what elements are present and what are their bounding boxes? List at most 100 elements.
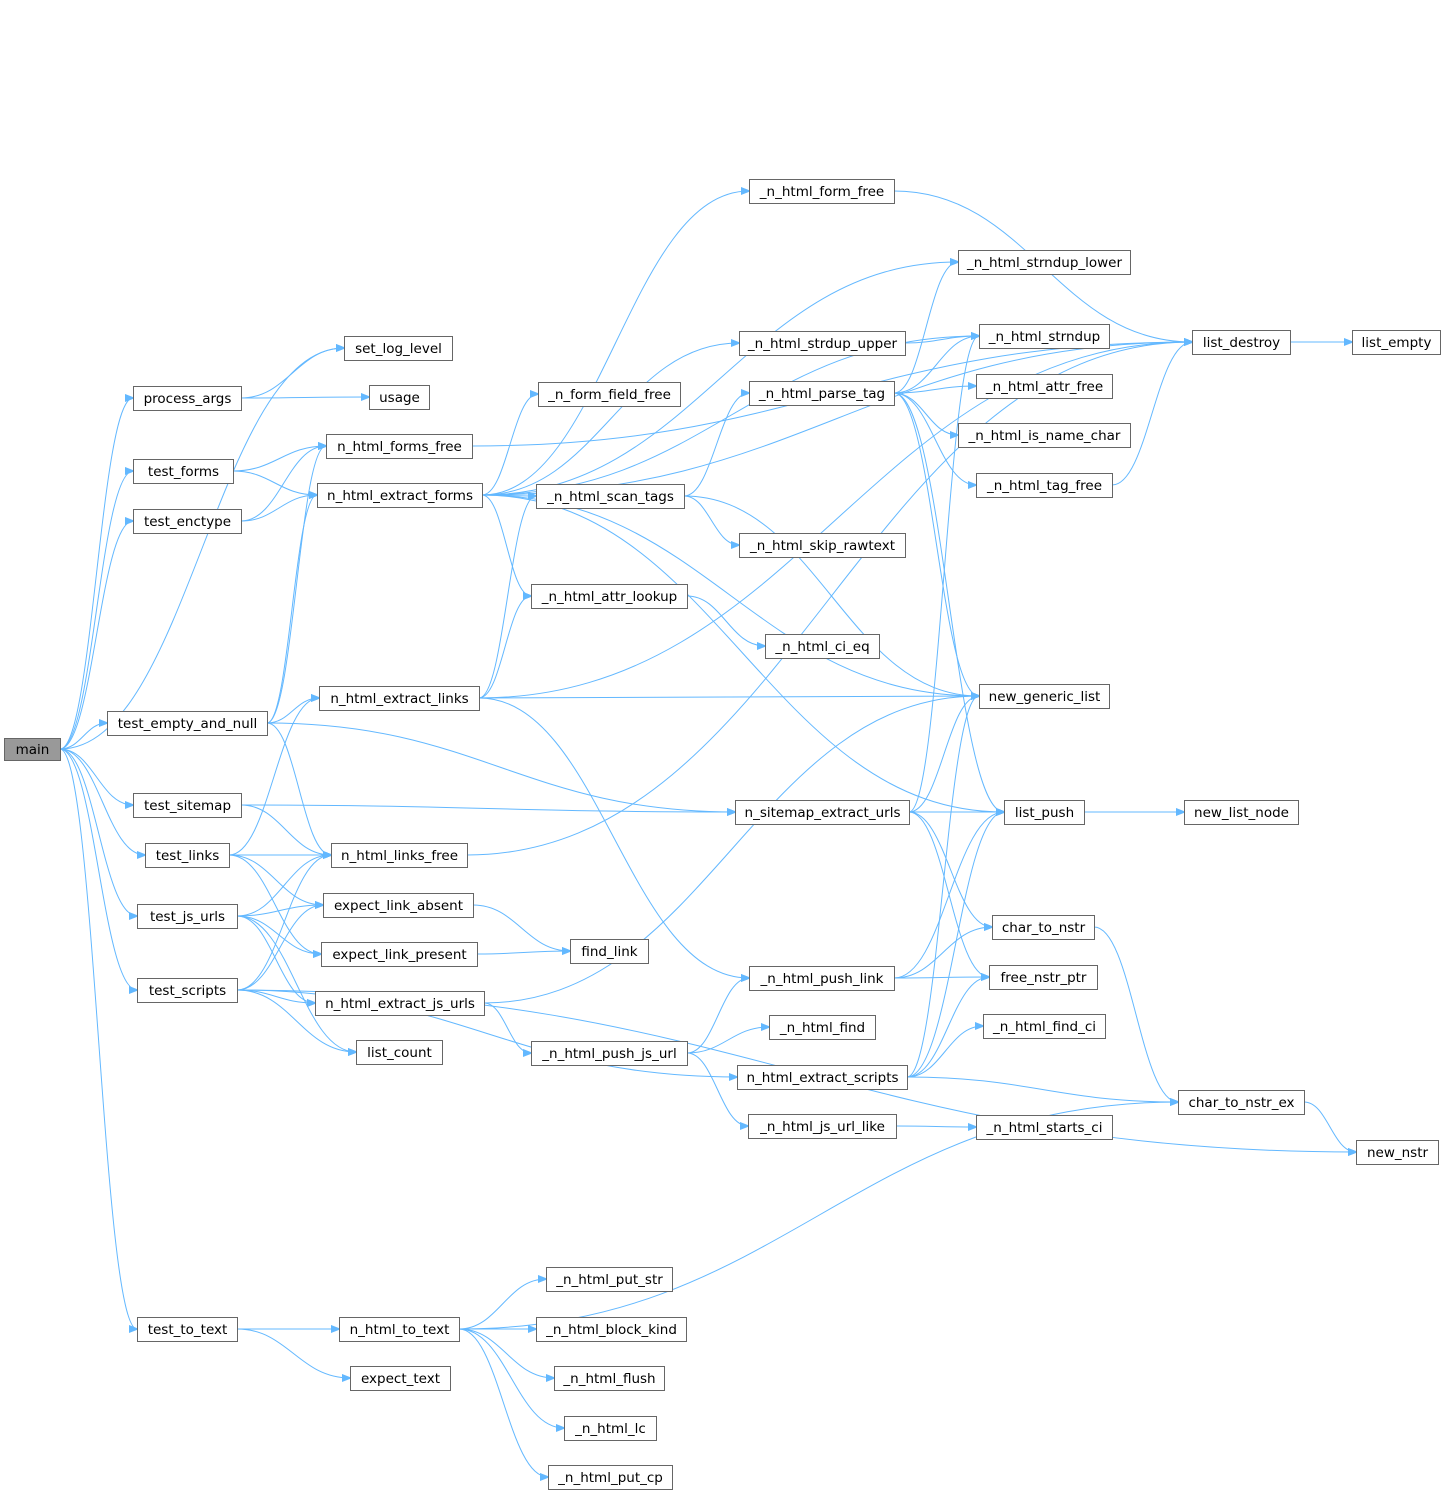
node-n-html-js-url-like[interactable]: _n_html_js_url_like bbox=[748, 1114, 897, 1139]
node-n-html-put-cp[interactable]: _n_html_put_cp bbox=[548, 1465, 673, 1490]
node-label: _n_html_parse_tag bbox=[758, 386, 885, 402]
edge-test_empty_and_null-to-n_sitemap_extract_urls bbox=[266, 722, 735, 812]
node-n-html-attr-free[interactable]: _n_html_attr_free bbox=[976, 374, 1113, 399]
node-box bbox=[554, 1366, 665, 1391]
node-n-html-links-free[interactable]: n_html_links_free bbox=[331, 843, 468, 868]
node-n-html-strndup-lower[interactable]: _n_html_strndup_lower bbox=[958, 250, 1131, 275]
edge-test_js_urls-to-expect_link_absent bbox=[236, 905, 323, 917]
node-set-log-level[interactable]: set_log_level bbox=[344, 336, 453, 361]
edge-_n_html_scan_tags-to-_n_html_skip_rawtext bbox=[683, 495, 739, 545]
node-n-html-strndup[interactable]: _n_html_strndup bbox=[979, 324, 1110, 349]
node-n-html-extract-js-urls[interactable]: n_html_extract_js_urls bbox=[315, 991, 485, 1016]
node-test-empty-and-null[interactable]: test_empty_and_null bbox=[107, 711, 268, 736]
node-n-html-attr-lookup[interactable]: _n_html_attr_lookup bbox=[531, 584, 688, 609]
node-label: _n_html_lc bbox=[574, 1421, 646, 1437]
edge-test_to_text-to-expect_text bbox=[236, 1328, 350, 1378]
node-n-html-to-text[interactable]: n_html_to_text bbox=[339, 1317, 460, 1342]
node-box bbox=[531, 584, 688, 609]
node-box bbox=[350, 1366, 451, 1391]
node-n-html-parse-tag[interactable]: _n_html_parse_tag bbox=[749, 381, 895, 406]
node-n-html-push-link[interactable]: _n_html_push_link bbox=[749, 966, 895, 991]
node-box bbox=[133, 793, 242, 818]
node-n-html-extract-forms[interactable]: n_html_extract_forms bbox=[317, 483, 483, 508]
node-label: list_destroy bbox=[1203, 335, 1280, 351]
node-n-html-put-str[interactable]: _n_html_put_str bbox=[546, 1267, 673, 1292]
node-n-html-is-name-char[interactable]: _n_html_is_name_char bbox=[958, 423, 1131, 448]
node-box bbox=[133, 459, 234, 484]
node-new-generic-list[interactable]: new_generic_list bbox=[979, 684, 1110, 709]
node-box bbox=[737, 1065, 908, 1090]
node-n-html-lc[interactable]: _n_html_lc bbox=[564, 1416, 657, 1441]
node-label: expect_text bbox=[361, 1371, 440, 1387]
node-test-to-text[interactable]: test_to_text bbox=[137, 1317, 238, 1342]
node-n-html-ci-eq[interactable]: _n_html_ci_eq bbox=[765, 634, 880, 659]
edge-test_sitemap-to-n_html_links_free bbox=[240, 804, 331, 855]
node-list-empty[interactable]: list_empty bbox=[1352, 330, 1441, 355]
node-n-html-extract-links[interactable]: n_html_extract_links bbox=[319, 686, 480, 711]
node-test-js-urls[interactable]: test_js_urls bbox=[137, 904, 238, 929]
node-n-html-find[interactable]: _n_html_find bbox=[769, 1015, 876, 1040]
node-box bbox=[958, 250, 1131, 275]
node-test-enctype[interactable]: test_enctype bbox=[133, 509, 242, 534]
node-n-html-scan-tags[interactable]: _n_html_scan_tags bbox=[536, 484, 685, 509]
node-box bbox=[323, 893, 474, 918]
node-box bbox=[765, 634, 880, 659]
node-find-link[interactable]: find_link bbox=[570, 939, 649, 964]
node-test-scripts[interactable]: test_scripts bbox=[137, 978, 238, 1003]
node-n-html-form-free[interactable]: _n_html_form_free bbox=[749, 179, 895, 204]
node-new-list-node[interactable]: new_list_node bbox=[1184, 800, 1299, 825]
node-test-forms[interactable]: test_forms bbox=[133, 459, 234, 484]
node-char-to-nstr-ex[interactable]: char_to_nstr_ex bbox=[1178, 1090, 1305, 1115]
edge-n_html_to_text-to-_n_html_flush bbox=[458, 1328, 554, 1378]
node-label: n_html_extract_js_urls bbox=[325, 996, 475, 1012]
edge-n_html_extract_links-to-_n_html_push_link bbox=[478, 697, 749, 978]
node-process-args[interactable]: process_args bbox=[133, 386, 242, 411]
edge-main-to-test_to_text bbox=[59, 748, 137, 1329]
node-n-html-push-js-url[interactable]: _n_html_push_js_url bbox=[531, 1041, 688, 1066]
node-box bbox=[1356, 1140, 1439, 1165]
edge-n_html_extract_forms-to-list_destroy bbox=[481, 342, 1192, 496]
node-list-push[interactable]: list_push bbox=[1004, 800, 1085, 825]
node-n-html-find-ci[interactable]: _n_html_find_ci bbox=[983, 1014, 1106, 1039]
node-label: test_enctype bbox=[144, 514, 231, 530]
node-n-html-skip-rawtext[interactable]: _n_html_skip_rawtext bbox=[739, 533, 906, 558]
node-expect-link-present[interactable]: expect_link_present bbox=[321, 942, 478, 967]
node-label: new_generic_list bbox=[989, 689, 1101, 705]
node-n-html-strdup-upper[interactable]: _n_html_strdup_upper bbox=[739, 331, 906, 356]
node-n-html-flush[interactable]: _n_html_flush bbox=[554, 1366, 665, 1391]
node-test-links[interactable]: test_links bbox=[145, 843, 230, 868]
node-list-destroy[interactable]: list_destroy bbox=[1192, 330, 1291, 355]
node-n-form-field-free[interactable]: _n_form_field_free bbox=[538, 382, 681, 407]
edge-main-to-test_forms bbox=[59, 471, 133, 750]
node-n-html-forms-free[interactable]: n_html_forms_free bbox=[326, 434, 473, 459]
node-box bbox=[1352, 330, 1441, 355]
edge-n_html_extract_scripts-to-free_nstr_ptr bbox=[906, 977, 989, 1078]
node-n-sitemap-extract-urls[interactable]: n_sitemap_extract_urls bbox=[735, 800, 910, 825]
node-expect-text[interactable]: expect_text bbox=[350, 1366, 451, 1391]
node-expect-link-absent[interactable]: expect_link_absent bbox=[323, 893, 474, 918]
node-label: test_scripts bbox=[149, 983, 226, 999]
node-main[interactable]: main bbox=[4, 738, 61, 761]
node-label: n_html_extract_forms bbox=[327, 488, 473, 504]
node-n-html-block-kind[interactable]: _n_html_block_kind bbox=[536, 1317, 687, 1342]
node-label: test_links bbox=[156, 848, 220, 864]
node-n-html-starts-ci[interactable]: _n_html_starts_ci bbox=[976, 1115, 1113, 1140]
node-label: test_sitemap bbox=[144, 798, 231, 814]
node-char-to-nstr[interactable]: char_to_nstr bbox=[992, 915, 1095, 940]
node-test-sitemap[interactable]: test_sitemap bbox=[133, 793, 242, 818]
node-label: usage bbox=[379, 390, 420, 406]
node-n-html-tag-free[interactable]: _n_html_tag_free bbox=[976, 473, 1113, 498]
node-list-count[interactable]: list_count bbox=[356, 1040, 443, 1065]
node-box bbox=[369, 385, 430, 410]
edge-test_sitemap-to-n_sitemap_extract_urls bbox=[240, 804, 735, 812]
node-box bbox=[137, 1317, 238, 1342]
node-label: expect_link_absent bbox=[334, 898, 463, 914]
node-new-nstr[interactable]: new_nstr bbox=[1356, 1140, 1439, 1165]
edge-n_html_extract_js_urls-to-new_generic_list bbox=[483, 696, 979, 1004]
node-usage[interactable]: usage bbox=[369, 385, 430, 410]
node-free-nstr-ptr[interactable]: free_nstr_ptr bbox=[989, 965, 1098, 990]
edge-n_html_extract_forms-to-list_push bbox=[481, 494, 1004, 812]
node-label: set_log_level bbox=[355, 341, 442, 357]
node-n-html-extract-scripts[interactable]: n_html_extract_scripts bbox=[737, 1065, 908, 1090]
edge-char_to_nstr_ex-to-new_nstr bbox=[1303, 1101, 1356, 1152]
